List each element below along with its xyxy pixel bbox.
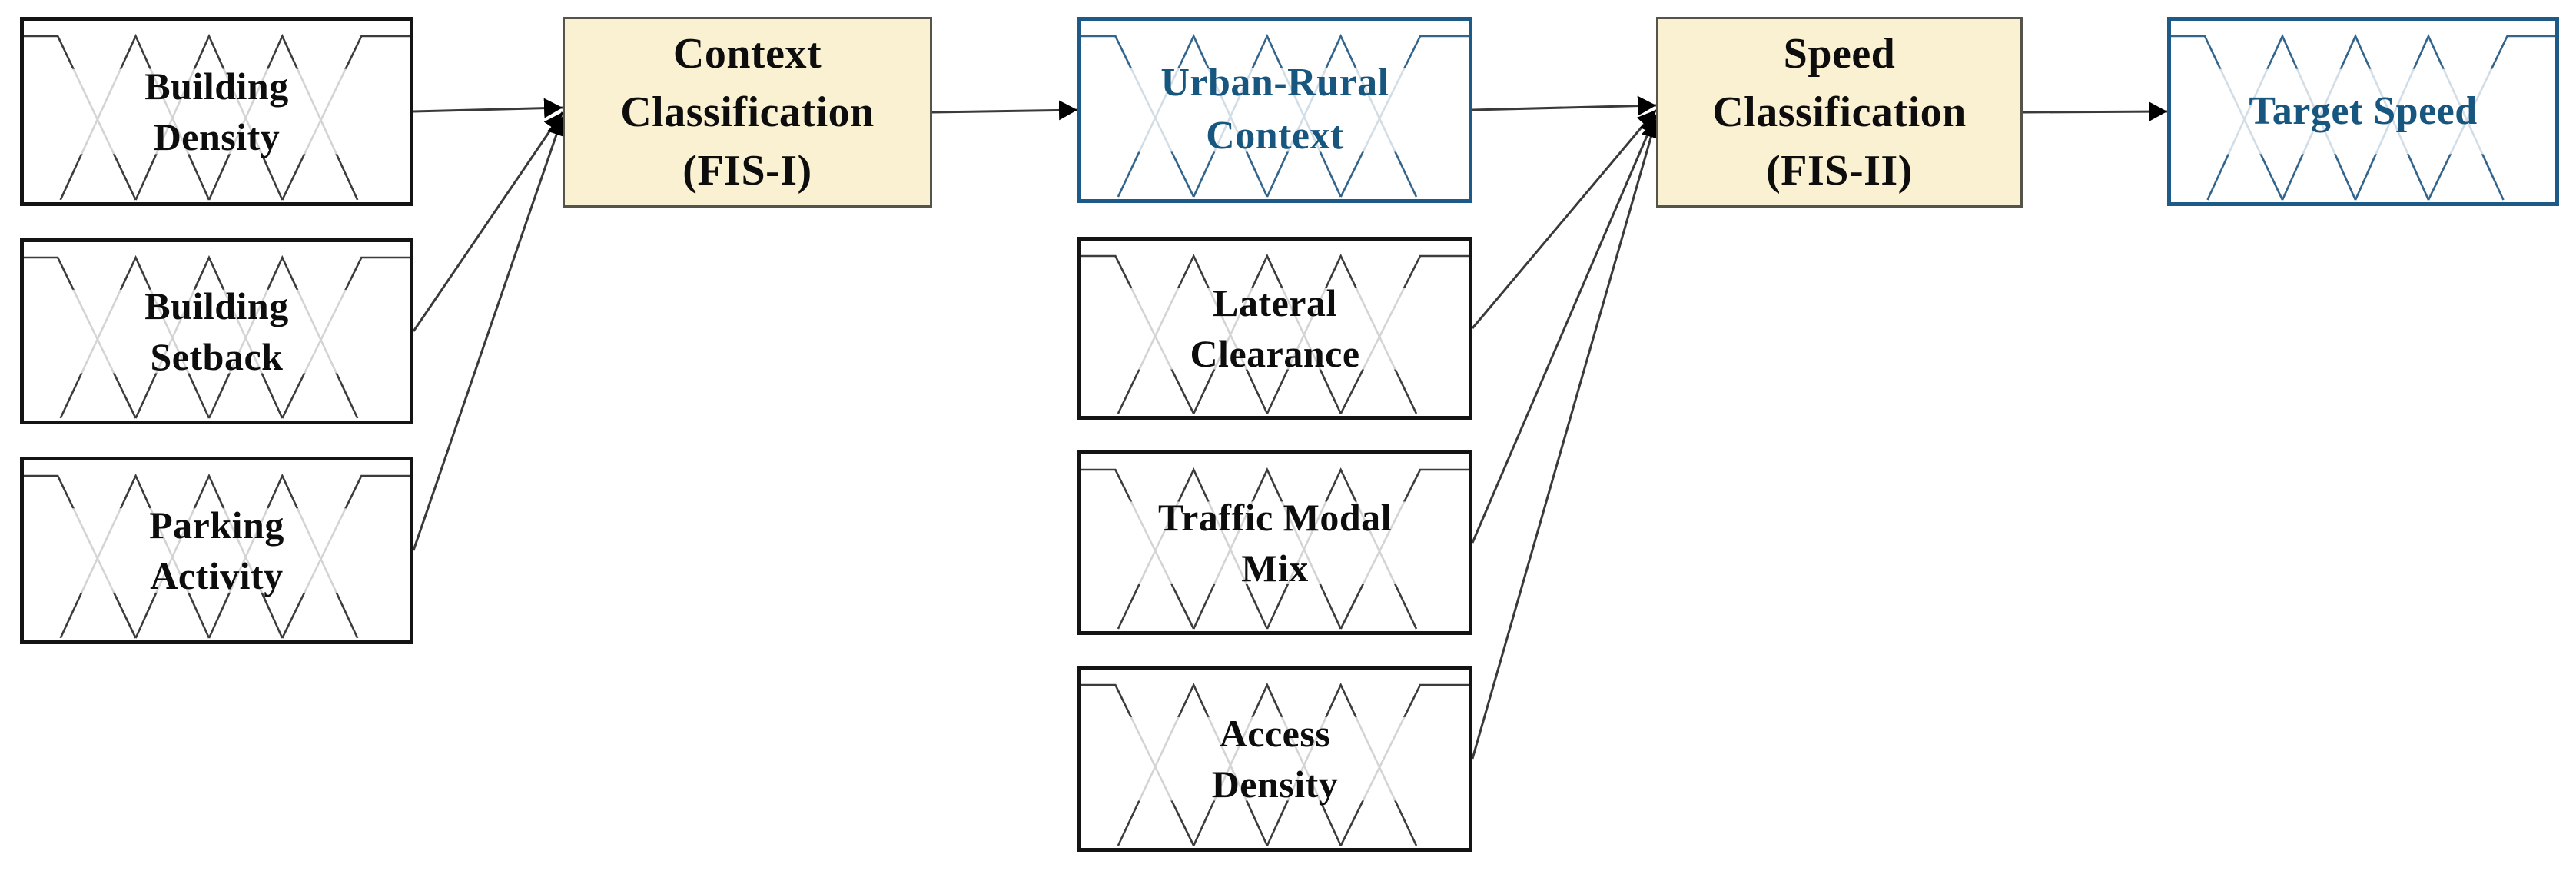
membership-pattern <box>1081 253 1469 414</box>
membership-pattern <box>2171 33 2555 201</box>
connector-traffic-modal-mix-to-fis-2 <box>1471 114 1658 544</box>
membership-fade-band <box>24 508 410 593</box>
membership-pattern <box>1081 682 1469 846</box>
node-building-density: Building Density <box>20 17 413 206</box>
membership-pattern <box>24 33 410 201</box>
node-fis-1-context-classification: Context Classification (FIS-I) <box>563 17 932 208</box>
membership-fade-band <box>1081 716 1469 801</box>
membership-fade-band <box>1081 288 1469 370</box>
connector-access-density-to-fis-2 <box>1471 118 1661 760</box>
membership-pattern <box>1081 33 1469 198</box>
node-label-building-setback: Building Setback <box>144 284 289 378</box>
node-parking-activity: Parking Activity <box>20 457 413 644</box>
node-label-fis-2: Speed Classification (FIS-II) <box>1712 29 1967 195</box>
node-label-urban-rural-context: Urban-Rural Context <box>1160 61 1389 158</box>
membership-fade-band <box>24 289 410 374</box>
node-label-target-speed: Target Speed <box>2249 88 2478 133</box>
membership-fade-band <box>1081 68 1469 152</box>
membership-fade-band <box>1081 501 1469 584</box>
membership-fade-band <box>2171 68 2555 155</box>
node-label-lateral-clearance: Lateral Clearance <box>1190 281 1360 375</box>
membership-pattern <box>1081 467 1469 630</box>
connector-parking-activity-to-fis-1 <box>412 116 566 551</box>
node-label-traffic-modal-mix: Traffic Modal Mix <box>1157 496 1393 590</box>
connector-building-density-to-fis-1 <box>413 98 563 118</box>
node-urban-rural-context: Urban-Rural Context <box>1077 17 1472 203</box>
node-access-density: Access Density <box>1077 666 1472 852</box>
node-label-access-density: Access Density <box>1211 712 1339 806</box>
node-fis-2-speed-classification: Speed Classification (FIS-II) <box>1656 17 2023 208</box>
node-lateral-clearance: Lateral Clearance <box>1077 237 1472 420</box>
membership-pattern <box>24 473 410 639</box>
connector-fis-2-to-target-speed <box>2022 101 2168 122</box>
connector-fis-1-to-urban-rural-context <box>931 100 1078 121</box>
connector-urban-rural-context-to-fis-2 <box>1472 95 1657 116</box>
node-label-building-density: Building Density <box>144 65 289 158</box>
node-traffic-modal-mix: Traffic Modal Mix <box>1077 450 1472 635</box>
connector-building-setback-to-fis-1 <box>412 111 564 332</box>
node-target-speed: Target Speed <box>2167 17 2559 206</box>
membership-pattern <box>24 254 410 419</box>
connector-lateral-clearance-to-fis-2 <box>1471 109 1658 329</box>
node-label-parking-activity: Parking Activity <box>149 504 284 597</box>
node-label-fis-1: Context Classification (FIS-I) <box>620 29 875 195</box>
node-building-setback: Building Setback <box>20 238 413 424</box>
membership-fade-band <box>24 68 410 155</box>
